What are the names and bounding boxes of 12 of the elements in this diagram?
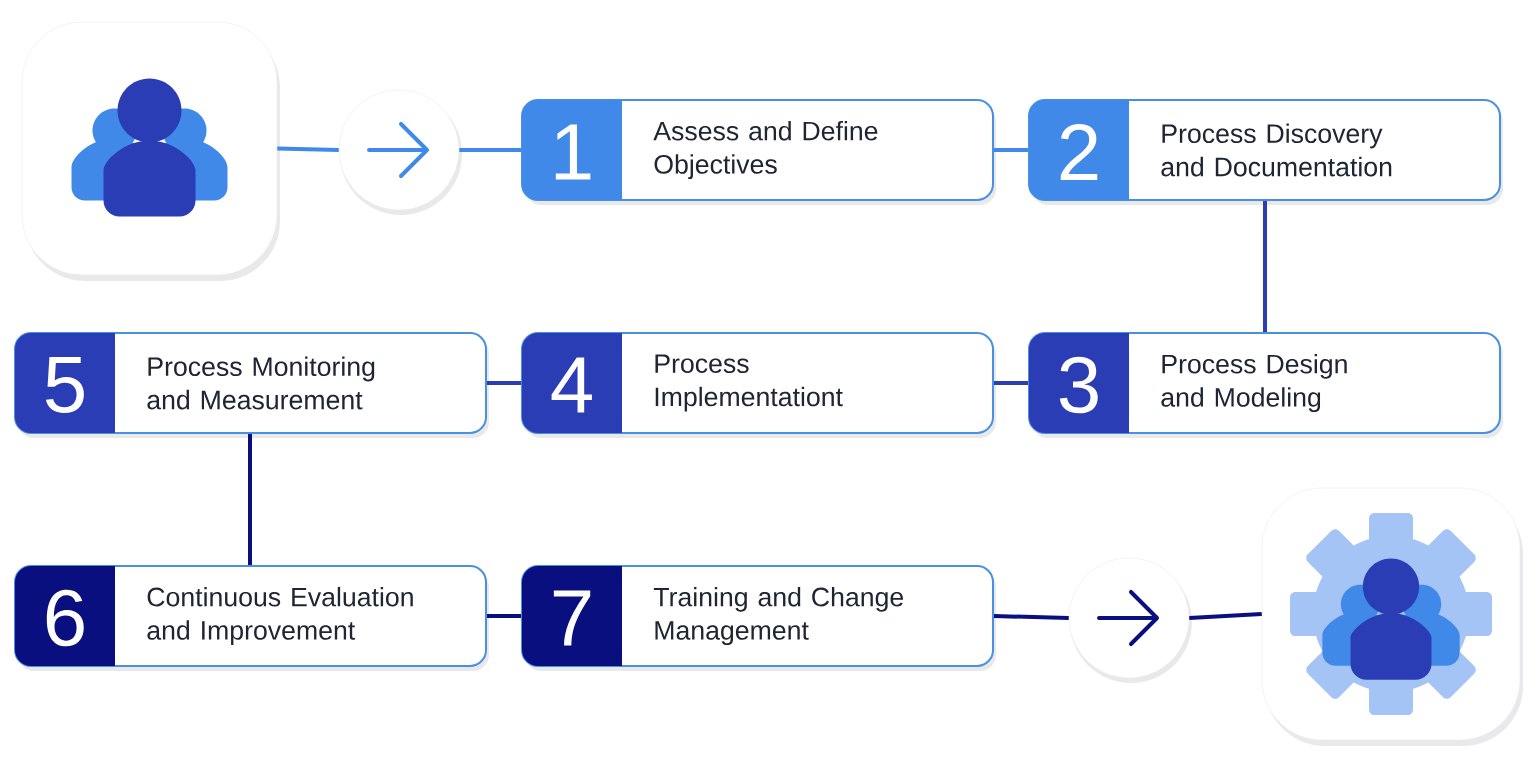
connector-line <box>277 146 339 152</box>
connector-line <box>248 434 252 565</box>
connector-line <box>994 148 1028 152</box>
connector-line <box>459 148 521 152</box>
connector-line <box>487 614 521 618</box>
arrow-circle <box>338 89 462 215</box>
connector-line <box>1189 612 1262 620</box>
connector-line <box>993 614 1069 620</box>
connector-line <box>1263 201 1267 332</box>
connector-line <box>487 381 521 385</box>
connector-line <box>994 381 1028 385</box>
arrow-circle <box>1068 557 1192 683</box>
